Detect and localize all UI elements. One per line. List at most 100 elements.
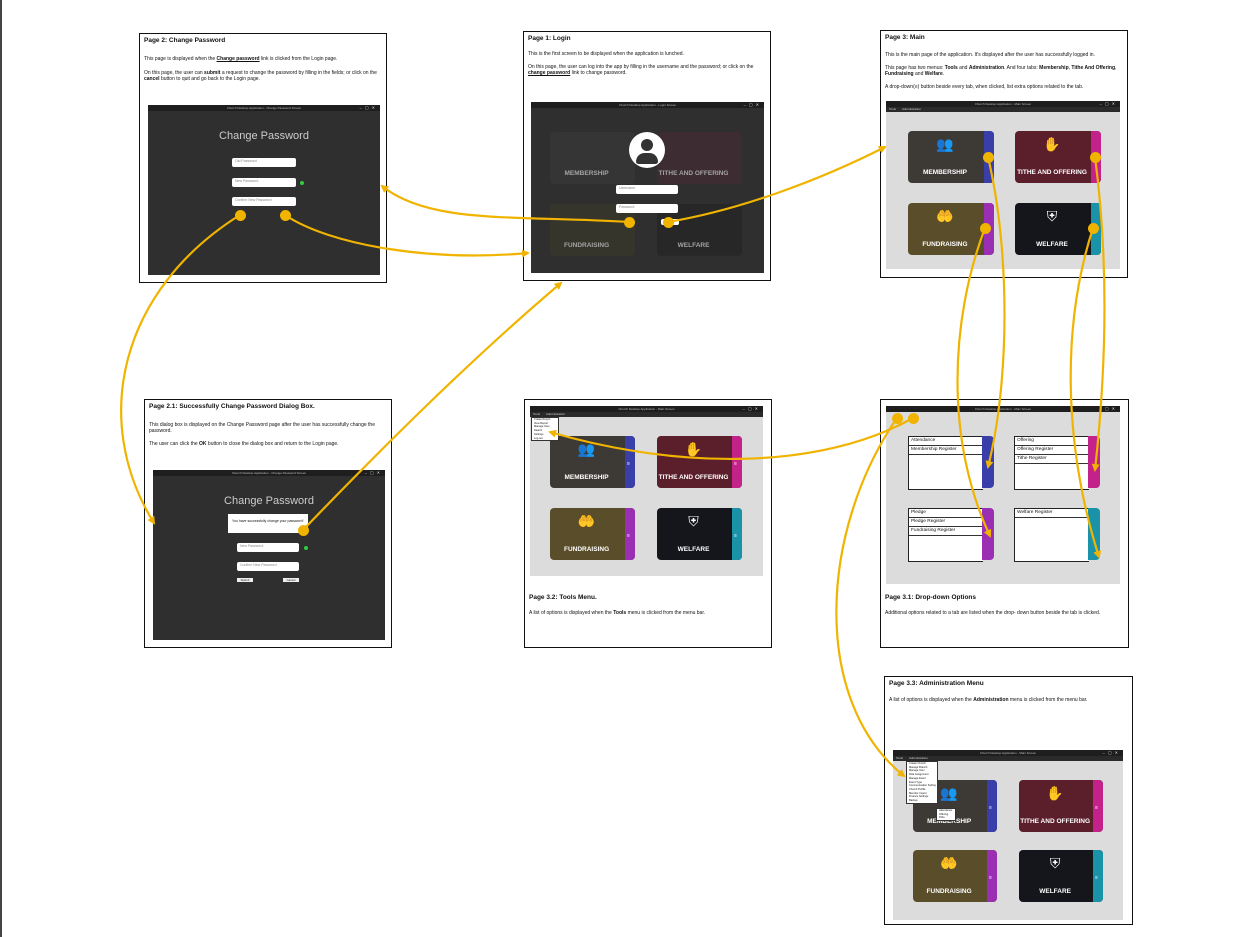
menu-item[interactable]: Create Church — [909, 762, 926, 765]
panel-description: This is the first screen to be displayed… — [528, 51, 684, 57]
option-item[interactable]: Welfare Register — [1015, 509, 1089, 518]
cancel-button[interactable]: Cancel — [283, 578, 299, 582]
submit-button[interactable]: Submit — [237, 578, 253, 582]
text: , — [1068, 65, 1072, 71]
panel-description: This is the main page of the application… — [885, 52, 1095, 58]
menu-item[interactable]: Member Import — [909, 791, 927, 795]
dropdown-button[interactable]: ≡ — [625, 436, 635, 488]
hamburger-icon: ≡ — [1095, 804, 1098, 811]
panel-title: Page 3: Main — [885, 34, 925, 41]
menu-item[interactable]: Communication Setting — [909, 784, 936, 788]
dialog-message: You have successfully change your passwo… — [232, 519, 304, 523]
panel-title: Page 3.3: Administration Menu — [889, 680, 984, 687]
menu-item[interactable]: View Report — [534, 421, 549, 425]
dropdown-button[interactable]: ≡ — [987, 780, 997, 832]
confirm-password-field[interactable]: Confirm New Password — [232, 197, 296, 206]
panel-description: A list of options is displayed when the … — [529, 610, 767, 616]
arrow-fundraising-dropdown — [956, 227, 992, 538]
tile-fundraising[interactable]: 🤲FUNDRAISING≡ — [550, 508, 635, 560]
menu-item[interactable]: Church Profile — [909, 787, 926, 791]
menu-tools[interactable]: Tools — [533, 412, 541, 416]
dropdown-button[interactable]: ≡ — [732, 508, 742, 560]
menu-tools[interactable]: Tools — [889, 107, 897, 111]
menu-item[interactable]: Log out — [534, 436, 543, 440]
menu-item[interactable]: Manage Event — [909, 776, 926, 780]
option-item[interactable]: Membership Register — [909, 446, 983, 455]
menu-item[interactable]: Manage Branch — [909, 765, 928, 769]
window-controls[interactable]: –▢✕ — [742, 406, 761, 411]
panel-title: Page 3.2: Tools Menu. — [529, 594, 597, 601]
connector-dot — [982, 151, 994, 163]
dropdown-button[interactable]: ≡ — [625, 508, 635, 560]
text: , — [1115, 65, 1117, 71]
text: and — [913, 71, 925, 78]
menu-item[interactable]: Search — [534, 429, 543, 433]
window-controls[interactable]: –▢✕ — [364, 470, 383, 475]
menu-item[interactable]: Settings — [534, 432, 544, 436]
menu-tools[interactable]: Tools — [896, 756, 904, 760]
tile-membership[interactable]: 👥MEMBERSHIP≡ — [908, 131, 994, 183]
submenu-item[interactable]: Tithe — [939, 816, 945, 820]
hamburger-icon: ≡ — [627, 532, 630, 539]
menu-administration[interactable]: Administration — [902, 107, 922, 111]
tile-tithe-dim: TITHE AND OFFERING — [657, 132, 742, 184]
menu-administration[interactable]: Administration — [909, 756, 929, 760]
text-link: Change password — [216, 56, 260, 62]
hand-coin-icon: ✋ — [1046, 785, 1064, 802]
option-item[interactable]: Fundraising Register — [909, 527, 983, 536]
menu-item[interactable]: Role Assignment — [909, 773, 929, 777]
option-item[interactable]: Tithe Register — [1015, 455, 1089, 464]
option-item[interactable]: Pledge — [909, 509, 983, 518]
text: A list of options is displayed when the — [529, 610, 614, 616]
menu-item[interactable]: Manage User — [909, 769, 925, 773]
avatar-head — [641, 139, 653, 151]
option-item[interactable]: Offering Register — [1015, 446, 1089, 455]
tile-tithe[interactable]: ✋TITHE AND OFFERING≡ — [657, 436, 742, 488]
change-password-window: Church Desktop Application - Change Pass… — [153, 470, 385, 640]
hamburger-icon: ≡ — [989, 804, 992, 811]
arrow-submit-to-dialog — [120, 214, 241, 525]
confirm-password-field[interactable]: Confirm New Password — [237, 562, 299, 571]
tile-label: TITHE AND OFFERING — [658, 170, 729, 178]
tile-label: WELFARE — [1036, 241, 1068, 249]
menu-item[interactable]: Event Type — [909, 780, 922, 784]
menu-item[interactable]: Create Report — [534, 418, 551, 421]
dropdown-button[interactable]: ≡ — [1093, 780, 1103, 832]
window-title: Church Desktop Application - Login Scree… — [531, 102, 764, 108]
menu-item[interactable]: Finance Settings — [909, 795, 929, 799]
main-window: Church Desktop Application - Main Screen… — [886, 406, 1120, 584]
menu-item[interactable]: Backup — [909, 799, 918, 803]
people-icon: 👥 — [577, 441, 596, 458]
tile-welfare[interactable]: ⛨WELFARE≡ — [657, 508, 742, 560]
old-password-field[interactable]: Old Password — [232, 158, 296, 167]
tile-fundraising[interactable]: 🤲FUNDRAISING≡ — [913, 850, 997, 902]
window-controls[interactable]: –▢✕ — [1102, 750, 1121, 755]
dropdown-button[interactable]: ≡ — [732, 436, 742, 488]
tile-tithe[interactable]: ✋TITHE AND OFFERING≡ — [1019, 780, 1103, 832]
option-item[interactable]: Offering — [1015, 437, 1089, 446]
tile-welfare[interactable]: ⛨WELFARE≡ — [1019, 850, 1103, 902]
new-password-field[interactable]: New Password — [237, 543, 299, 552]
option-item[interactable]: Attendance — [909, 437, 983, 446]
status-dot-icon — [300, 181, 304, 185]
option-item[interactable]: Pledge Register — [909, 518, 983, 527]
new-password-field[interactable]: New Password — [232, 178, 296, 187]
dropdown-button[interactable]: ≡ — [987, 850, 997, 902]
menu-item[interactable]: Manage User — [534, 425, 550, 429]
tile-membership[interactable]: 👥MEMBERSHIP≡ — [550, 436, 635, 488]
username-field[interactable]: Username — [616, 185, 678, 194]
submenu-item[interactable]: Offering — [939, 812, 949, 816]
password-field[interactable]: Password — [616, 204, 678, 213]
window-controls[interactable]: –▢✕ — [359, 105, 378, 110]
submenu-item[interactable]: Attendance — [939, 809, 953, 812]
arrow-cancel-to-login — [284, 214, 530, 258]
panel-description: Additional options related to a tab are … — [885, 610, 1101, 616]
connector-dot — [623, 216, 635, 228]
window-controls[interactable]: –▢✕ — [1099, 101, 1118, 106]
dropdown-button[interactable]: ≡ — [1093, 850, 1103, 902]
window-controls[interactable]: –▢✕ — [743, 102, 762, 107]
menu-administration[interactable]: Administration — [546, 412, 566, 416]
connector-dot — [979, 222, 991, 234]
window-controls[interactable]: –▢✕ — [1099, 406, 1118, 411]
shield-heart-icon: ⛨ — [688, 513, 699, 530]
